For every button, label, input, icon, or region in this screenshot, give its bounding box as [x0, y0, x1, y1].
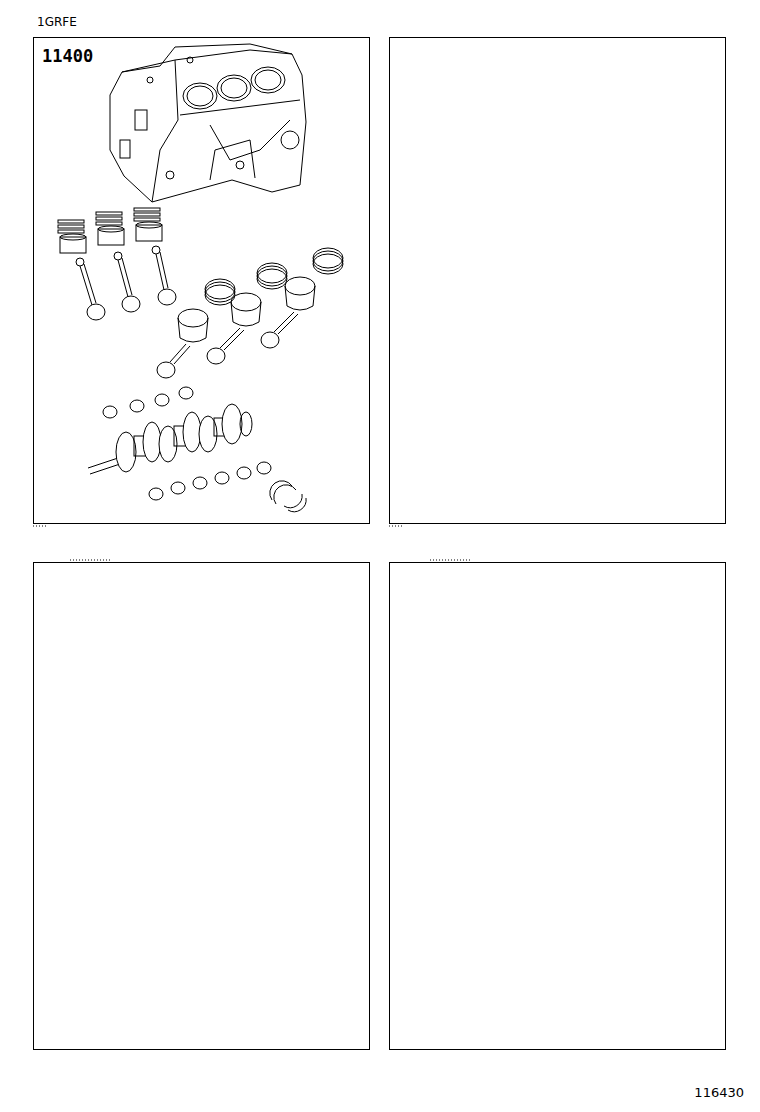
- parts-panel: 11400: [33, 37, 370, 524]
- main-bearing: [103, 387, 193, 418]
- piston-set: [58, 208, 162, 253]
- group-number: 11400: [42, 46, 361, 66]
- engine-code: 1GRFE: [37, 15, 77, 29]
- crankshaft: [88, 404, 252, 474]
- thrust-washer: [270, 481, 306, 512]
- main-bearing: [149, 462, 271, 500]
- illustration-number: 116430: [694, 1085, 744, 1100]
- empty-panel: [34, 563, 370, 1050]
- empty-panel: [390, 38, 726, 524]
- cylinder-block: [110, 44, 306, 202]
- empty-panel: [390, 563, 726, 1050]
- piston: [178, 277, 315, 342]
- connecting-rod: [76, 246, 176, 320]
- piston-ring: [205, 248, 343, 305]
- connecting-rod: [157, 312, 298, 378]
